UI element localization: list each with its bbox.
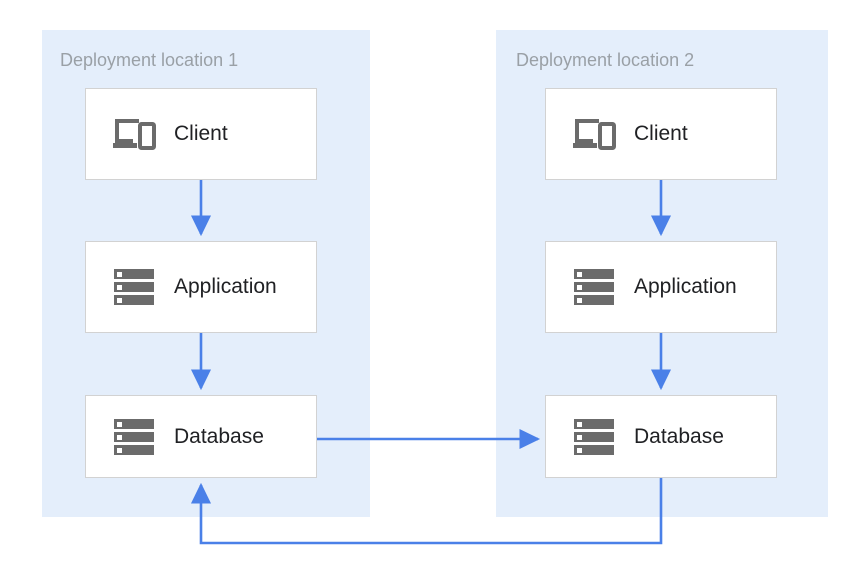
zone-title-2: Deployment location 2 — [516, 50, 695, 70]
database-icon — [568, 415, 620, 459]
node-label: Application — [634, 275, 737, 298]
node-database-2[interactable]: Database — [545, 395, 777, 478]
node-application-2[interactable]: Application — [545, 241, 777, 333]
node-label: Database — [634, 424, 724, 448]
node-label: Client — [634, 122, 688, 145]
node-label: Client — [174, 122, 228, 145]
server-icon — [568, 265, 620, 309]
node-label: Database — [174, 424, 264, 448]
zone-title-1: Deployment location 1 — [60, 50, 239, 70]
devices-icon — [108, 112, 160, 156]
devices-icon — [568, 112, 620, 156]
node-application-1[interactable]: Application — [85, 241, 317, 333]
node-client-1[interactable]: Client — [85, 88, 317, 180]
node-client-2[interactable]: Client — [545, 88, 777, 180]
server-icon — [108, 265, 160, 309]
database-icon — [108, 415, 160, 459]
node-label: Application — [174, 275, 277, 298]
node-database-1[interactable]: Database — [85, 395, 317, 478]
